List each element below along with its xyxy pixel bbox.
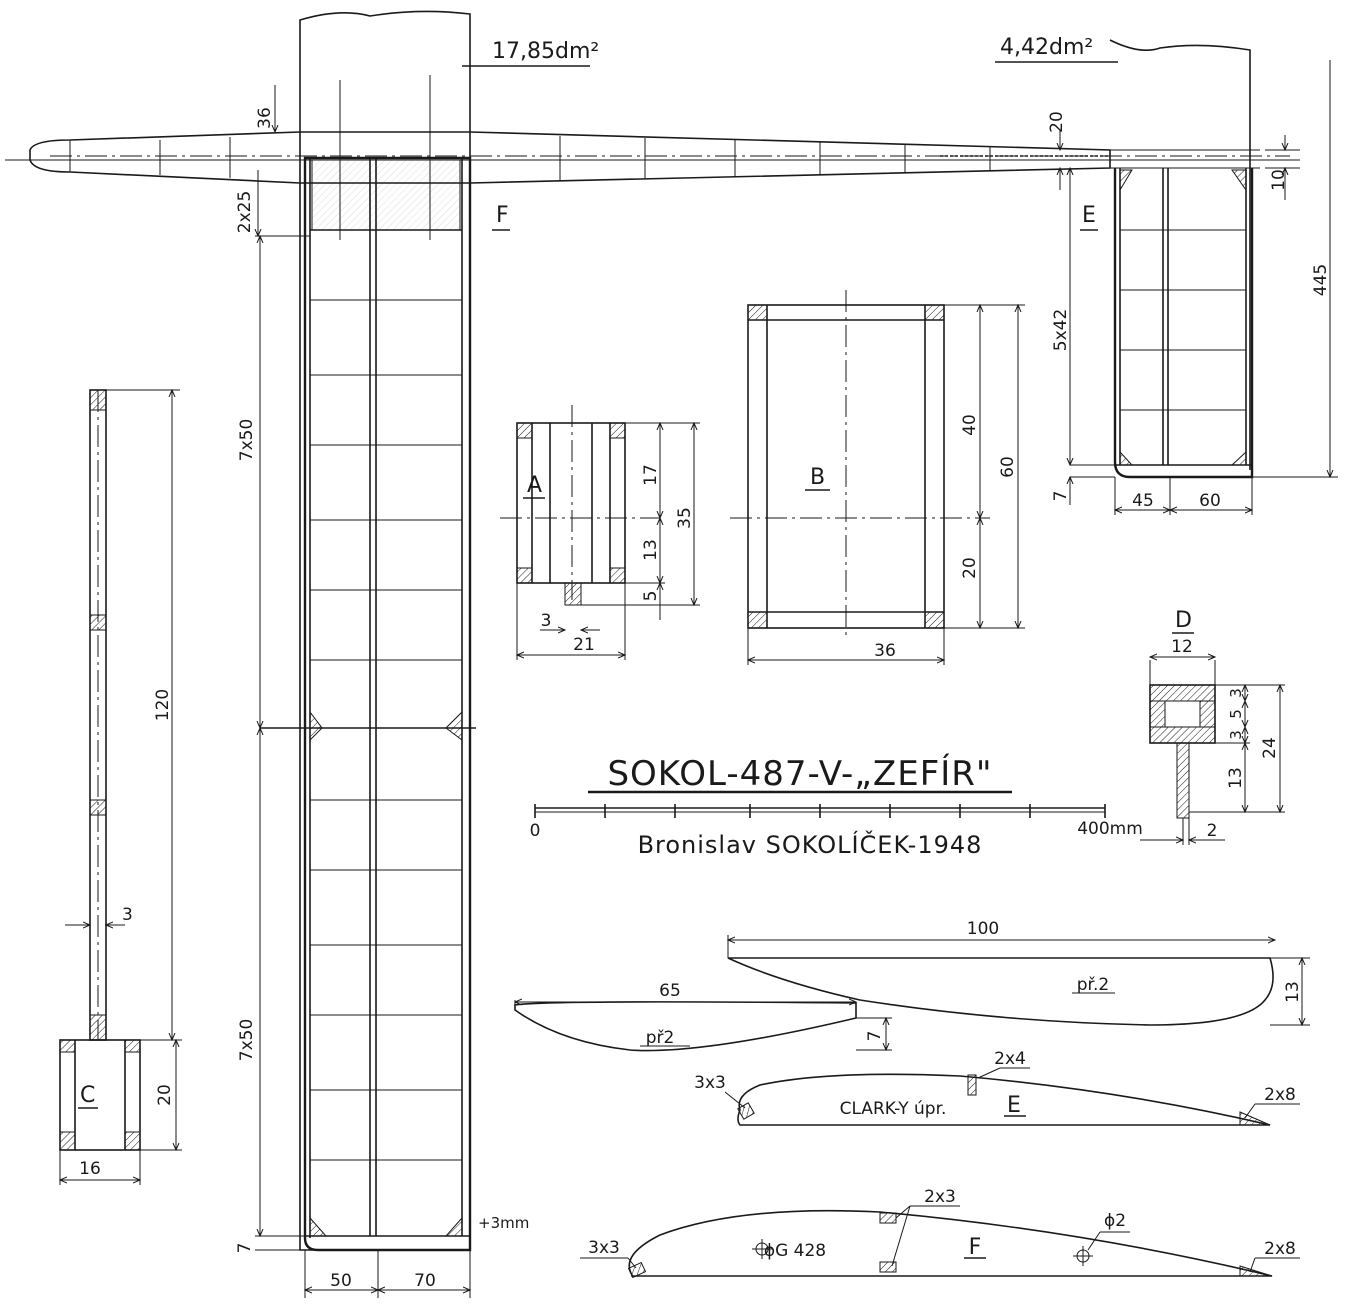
dim-d-width: 12 xyxy=(1171,637,1193,657)
dim-a-21: 21 xyxy=(573,635,595,655)
tail-airfoil-label: E xyxy=(1007,1093,1021,1118)
wing-airfoil-hole: ϕG 428 xyxy=(764,1241,826,1261)
tail-area: 4,42dm² xyxy=(1000,35,1093,60)
dim-chord-rear: 70 xyxy=(414,1271,436,1291)
dim-fuselage-height: 36 xyxy=(255,107,275,129)
crosshair-pin-icon xyxy=(1073,1246,1093,1266)
wing-airfoil-spar: 2x3 xyxy=(924,1187,956,1207)
dim-c-width: 16 xyxy=(79,1159,101,1179)
wing-area: 17,85dm² xyxy=(492,39,599,64)
dim-rudder-chord: 100 xyxy=(967,919,999,939)
dim-fin-thick: 7 xyxy=(865,1031,885,1042)
model-title: SOKOL-487-V-„ZEFÍR" xyxy=(607,753,992,794)
tail-airfoil-name: CLARK-Y úpr. xyxy=(840,1099,947,1119)
dim-d-3a: 3 xyxy=(1227,688,1245,698)
dim-b-40: 40 xyxy=(960,414,980,436)
wing-airfoil-label: F xyxy=(969,1235,982,1260)
crosshair-hole-icon xyxy=(752,1239,772,1259)
dim-b-60: 60 xyxy=(998,456,1018,478)
author-line: Bronislav SOKOLÍČEK-1948 xyxy=(638,829,983,859)
dim-tail-span: 445 xyxy=(1311,264,1331,296)
section-d-label: D xyxy=(1175,608,1192,633)
section-b-label: B xyxy=(810,465,825,490)
scale-start: 0 xyxy=(530,821,541,841)
section-f-marker: F xyxy=(496,203,509,228)
section-d: D 12 2 3 5 3 13 24 xyxy=(1140,608,1285,845)
dim-fin-chord: 65 xyxy=(659,981,681,1001)
wing-airfoil-le: 3x3 xyxy=(588,1238,620,1258)
dim-tail-ribs: 5x42 xyxy=(1051,309,1071,352)
dim-a-5: 5 xyxy=(641,591,661,602)
wing-airfoil-pin: ϕ2 xyxy=(1104,1211,1126,1231)
dim-root-ribs: 2x25 xyxy=(235,191,255,234)
tail-airfoil-le: 3x3 xyxy=(694,1073,726,1093)
dim-a-13: 13 xyxy=(641,539,661,561)
dim-rudder-thick: 13 xyxy=(1283,981,1303,1003)
dim-a-35: 35 xyxy=(675,507,695,529)
dim-c-height: 20 xyxy=(155,1084,175,1106)
dim-a-3: 3 xyxy=(541,611,552,631)
dim-d-2: 2 xyxy=(1207,821,1218,841)
dim-d-3b: 3 xyxy=(1227,730,1245,740)
dim-tail-20: 20 xyxy=(1047,111,1067,133)
dim-wing-tip: 7 xyxy=(235,1243,255,1254)
wing-airfoil-te: 2x8 xyxy=(1264,1239,1296,1259)
tail-airfoil-e: 3x3 2x4 CLARK-Y úpr. E 2x8 xyxy=(694,1049,1300,1126)
dim-inner-ribs: 7x50 xyxy=(237,419,257,462)
section-e-marker: E xyxy=(1082,203,1096,228)
dim-outer-ribs: 7x50 xyxy=(237,1019,257,1062)
dim-fin-height: 120 xyxy=(153,689,173,721)
section-b: B 40 20 60 36 xyxy=(730,290,1025,665)
dim-a-17: 17 xyxy=(641,464,661,486)
dim-d-13: 13 xyxy=(1226,767,1246,789)
dim-b-36: 36 xyxy=(874,641,896,661)
dim-chord-front: 50 xyxy=(330,1271,352,1291)
dim-d-24: 24 xyxy=(1260,737,1280,759)
dim-tail-10: 10 xyxy=(1269,169,1289,191)
tail-airfoil-te: 2x8 xyxy=(1264,1085,1296,1105)
section-c-label: C xyxy=(80,1083,95,1108)
wing-ribs xyxy=(260,299,476,1161)
dim-fin-thickness: 3 xyxy=(122,905,133,925)
scale-end: 400mm xyxy=(1077,819,1143,839)
section-a: A 17 13 5 35 21 3 xyxy=(500,405,700,660)
dim-d-5: 5 xyxy=(1227,709,1245,719)
dim-tip-extra: +3mm xyxy=(478,1214,529,1232)
fuselage-side-view: 36 20 10 xyxy=(5,85,1300,200)
fin-profile-note: př2 xyxy=(646,1028,675,1048)
wing-plan-view: 2x25 7x50 7x50 7 50 70 +3mm 17,85dm² F xyxy=(235,10,599,1298)
rudder-profile: 100 13 př.2 xyxy=(728,919,1310,1025)
dim-tail-tip: 7 xyxy=(1051,491,1071,502)
fin-profile: 65 7 př2 xyxy=(515,981,892,1052)
dim-tail-chord-rear: 60 xyxy=(1199,491,1221,511)
section-a-label: A xyxy=(527,473,542,498)
rudder-profile-note: př.2 xyxy=(1077,975,1109,995)
dim-b-20: 20 xyxy=(960,557,980,579)
scale-bar: 0 400mm xyxy=(530,804,1143,841)
wing-airfoil-f: 3x3 2x3 ϕG 428 ϕ2 F 2x8 xyxy=(580,1187,1300,1279)
tail-airfoil-spar: 2x4 xyxy=(994,1049,1026,1069)
fin-side-view: 120 3 C 20 16 xyxy=(60,390,182,1185)
tail-plan-view: 4,42dm² E 5x42 7 445 45 60 xyxy=(995,35,1338,515)
dim-tail-chord-front: 45 xyxy=(1132,491,1154,511)
title-block: SOKOL-487-V-„ZEFÍR" 0 400mm Bronislav SO… xyxy=(530,753,1143,859)
